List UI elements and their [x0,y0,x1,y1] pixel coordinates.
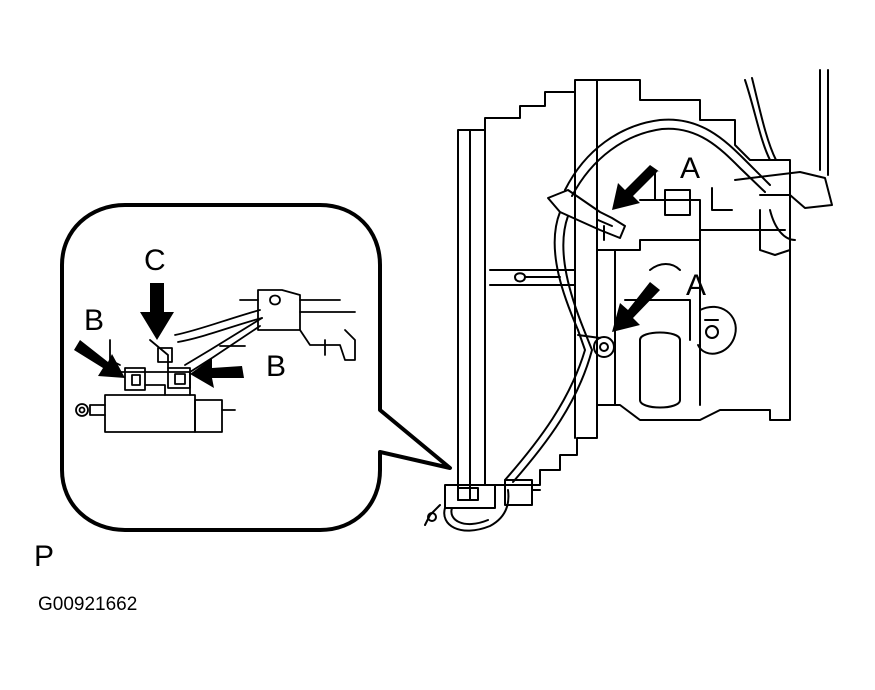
label-a-upper: A [680,152,700,185]
arrow-a-upper [612,165,660,210]
arrow-a-lower [612,282,660,332]
arrow-b-right [190,358,244,388]
detail-balloon [60,203,452,532]
arrow-b-left [74,340,125,378]
solenoid-assembly [424,479,541,532]
diagram-code: P [34,540,55,573]
label-b-left: B [84,304,104,337]
label-c: C [144,244,166,277]
pointer-arrows [74,165,660,388]
transmission-housing [457,69,833,501]
label-a-lower: A [686,269,706,302]
arrow-c [140,283,174,340]
wiring-harness [504,118,771,483]
label-b-right: B [266,350,286,383]
detail-view [75,289,356,433]
figure-id: G00921662 [38,594,138,615]
